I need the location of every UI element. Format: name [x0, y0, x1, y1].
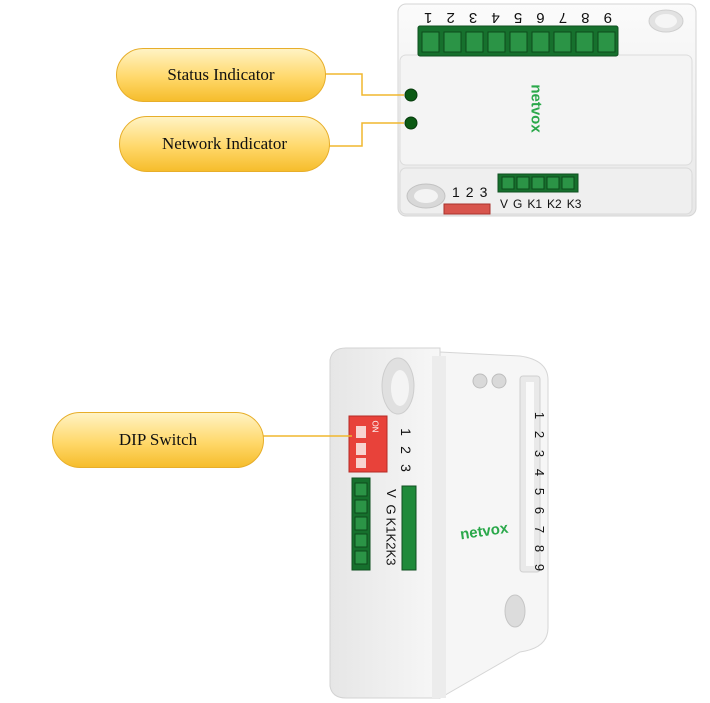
terminal-label: K1: [527, 197, 543, 211]
terminal-number: 4: [491, 9, 500, 26]
terminal-label: K3: [566, 197, 582, 211]
terminal-label: K1: [383, 517, 399, 534]
dip-switch-callout: DIP Switch: [52, 412, 264, 468]
side-number: 4: [532, 468, 548, 477]
top-dip-numbers: 1 2 3: [452, 184, 487, 200]
terminal-number: 5: [513, 9, 523, 26]
status-leader-line: [324, 73, 404, 96]
network-indicator-callout: Network Indicator: [119, 116, 330, 172]
terminal-number: 1: [424, 9, 433, 26]
side-number: 7: [532, 525, 548, 534]
terminal-label: V: [383, 489, 399, 498]
side-number: 1: [532, 411, 548, 420]
side-number: 3: [532, 449, 548, 458]
side-number: 6: [532, 506, 548, 515]
status-led-icon: [404, 88, 418, 102]
terminal-label: K2: [383, 533, 399, 550]
terminal-label: K2: [547, 197, 562, 211]
network-leader-line: [328, 122, 404, 147]
side-number: 8: [532, 544, 548, 553]
bottom-dip-numbers: 1 2 3: [396, 424, 416, 476]
side-terminal-screws: [354, 482, 368, 565]
side-number: 2: [532, 430, 548, 439]
bottom-terminal-screws: [501, 176, 575, 190]
terminal-number: 6: [536, 9, 545, 26]
dip-switch-label: DIP Switch: [118, 430, 198, 449]
terminal-number: 2: [446, 9, 455, 26]
bottom-terminal-labels: V G K1 K2 K3: [380, 486, 402, 565]
terminal-label: V: [500, 197, 509, 211]
bottom-side-numbers: 1 2 3 4 5 6 7 8 9: [530, 408, 550, 575]
network-indicator-label: Network Indicator: [161, 134, 288, 153]
top-device: [397, 3, 697, 217]
network-led-icon: [404, 116, 418, 130]
dip-number: 1: [397, 428, 414, 436]
status-indicator-label: Status Indicator: [167, 65, 275, 84]
side-number: 5: [532, 487, 548, 496]
side-number: 9: [532, 563, 548, 572]
terminal-label: G: [383, 504, 399, 515]
dip-number: 3: [397, 464, 414, 472]
bottom-device: [329, 347, 549, 699]
terminal-number: 8: [581, 9, 590, 26]
dip-number: 3: [479, 184, 488, 200]
dip-number: 1: [452, 184, 460, 200]
terminal-number: 7: [558, 9, 568, 26]
terminal-number: 3: [468, 9, 478, 26]
dip-number: 2: [465, 184, 474, 200]
leader-lines: [262, 73, 404, 437]
terminal-label: K3: [383, 549, 399, 566]
dip-number: 2: [397, 446, 414, 454]
terminal-label: G: [513, 197, 523, 211]
status-indicator-callout: Status Indicator: [116, 48, 326, 102]
terminal-number: 9: [603, 9, 612, 26]
top-brand-logo: netvox: [527, 84, 545, 133]
top-bottom-terminal-labels: V G K1 K2 K3: [500, 197, 581, 211]
dip-switch-icon: [348, 415, 388, 473]
top-terminal-numbers: 9 8 7 6 5 4 3 2 1: [418, 6, 618, 26]
top-terminal-screws: [421, 31, 616, 53]
dip-on-label: ON: [370, 420, 380, 433]
